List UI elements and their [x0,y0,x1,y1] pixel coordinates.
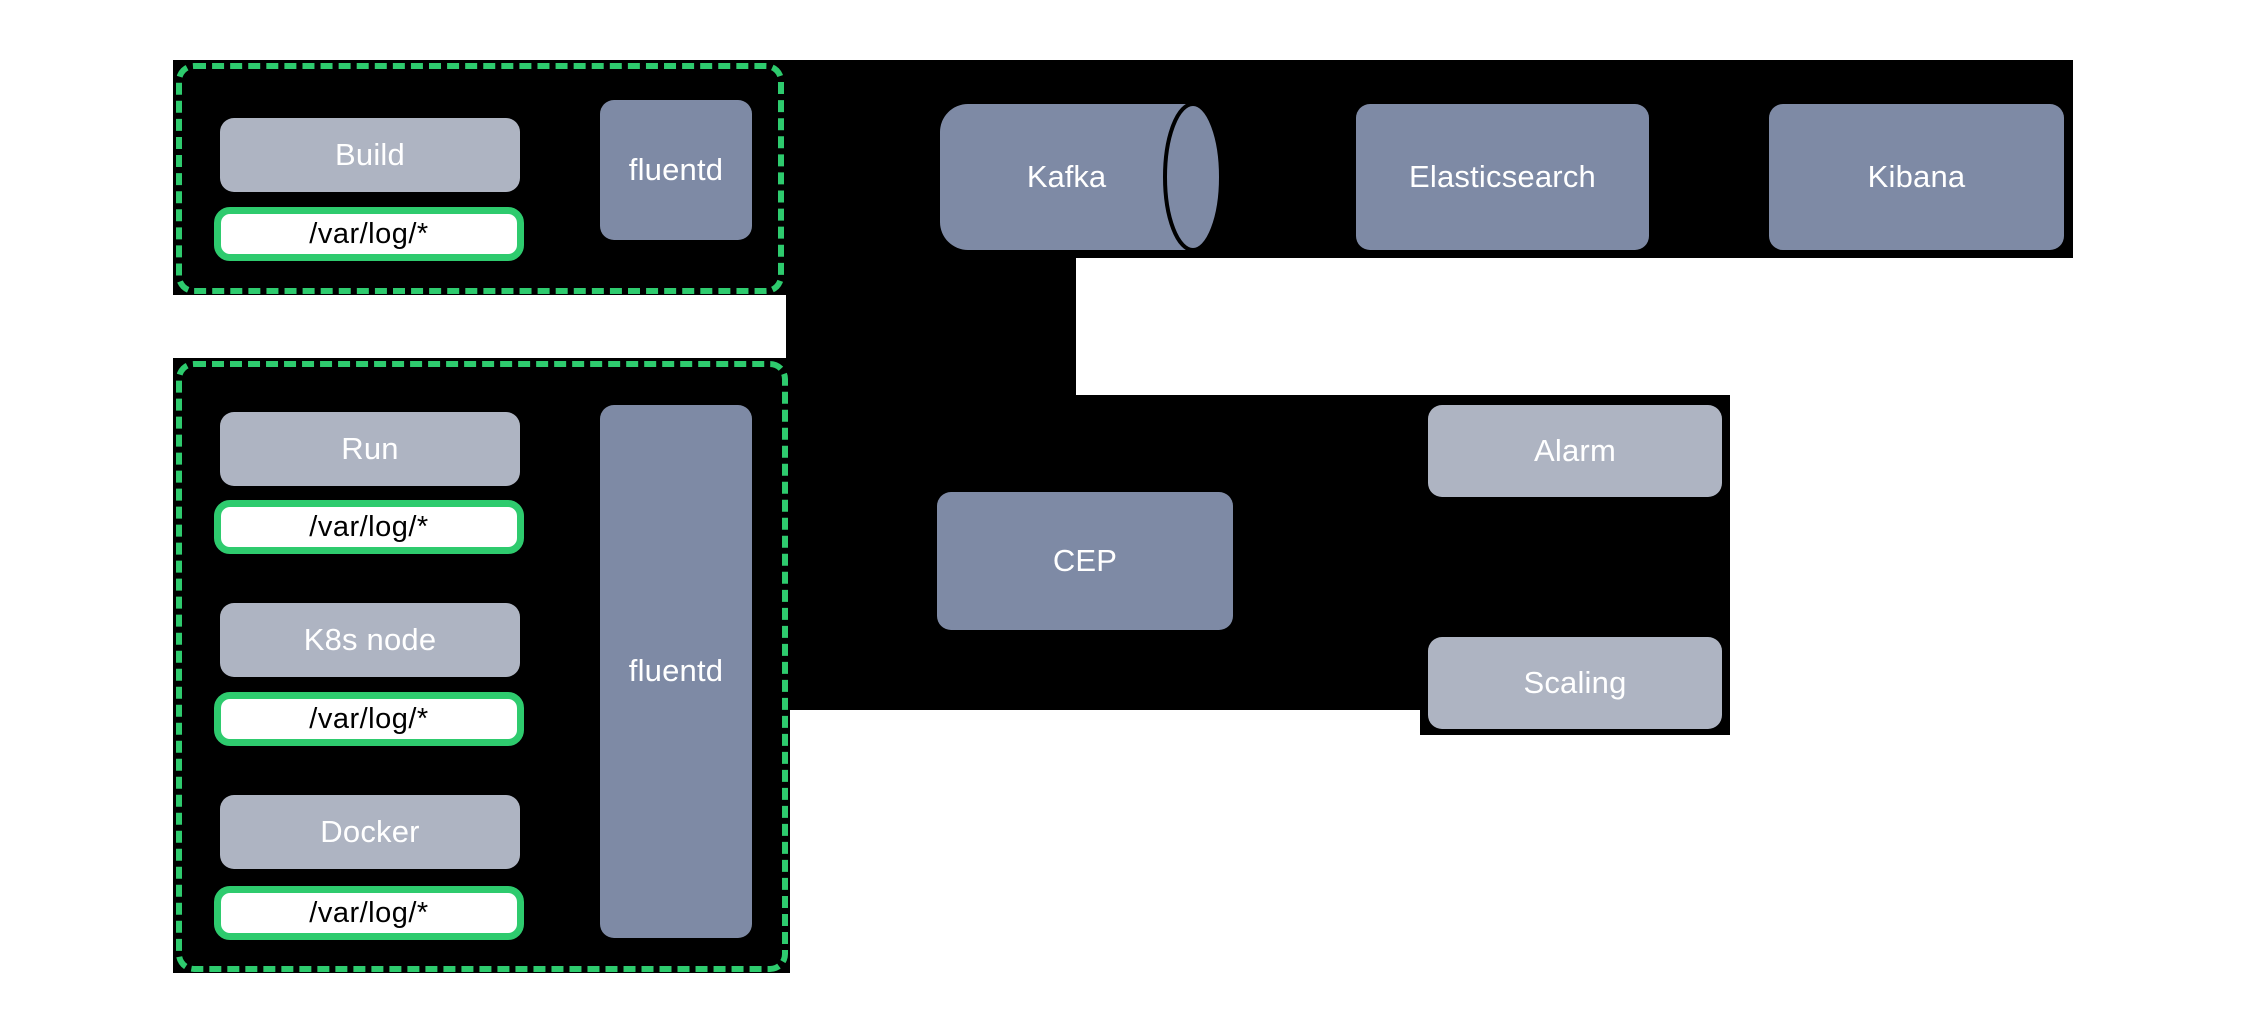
cylinder-shape [940,104,1223,250]
node-kafka[interactable]: Kafka [940,104,1237,250]
node-run[interactable]: Run [220,412,520,486]
log-path-build[interactable]: /var/log/* [214,207,524,261]
group-build[interactable] [176,63,784,294]
mask-cutout-left-gap [173,295,741,358]
node-k8s-node[interactable]: K8s node [220,603,520,677]
node-elasticsearch[interactable]: Elasticsearch [1356,104,1649,250]
node-scaling[interactable]: Scaling [1428,637,1722,729]
node-cep[interactable]: CEP [937,492,1233,630]
node-docker[interactable]: Docker [220,795,520,869]
group-runtime[interactable] [176,361,788,972]
log-path-k8s-node[interactable]: /var/log/* [214,692,524,746]
node-build[interactable]: Build [220,118,520,192]
node-kibana[interactable]: Kibana [1769,104,2064,250]
log-path-run[interactable]: /var/log/* [214,500,524,554]
mask-cutout-center [1076,258,1736,395]
node-fluentd-runtime[interactable]: fluentd [600,405,752,938]
node-fluentd-build[interactable]: fluentd [600,100,752,240]
log-path-docker[interactable]: /var/log/* [214,886,524,940]
node-alarm[interactable]: Alarm [1428,405,1722,497]
